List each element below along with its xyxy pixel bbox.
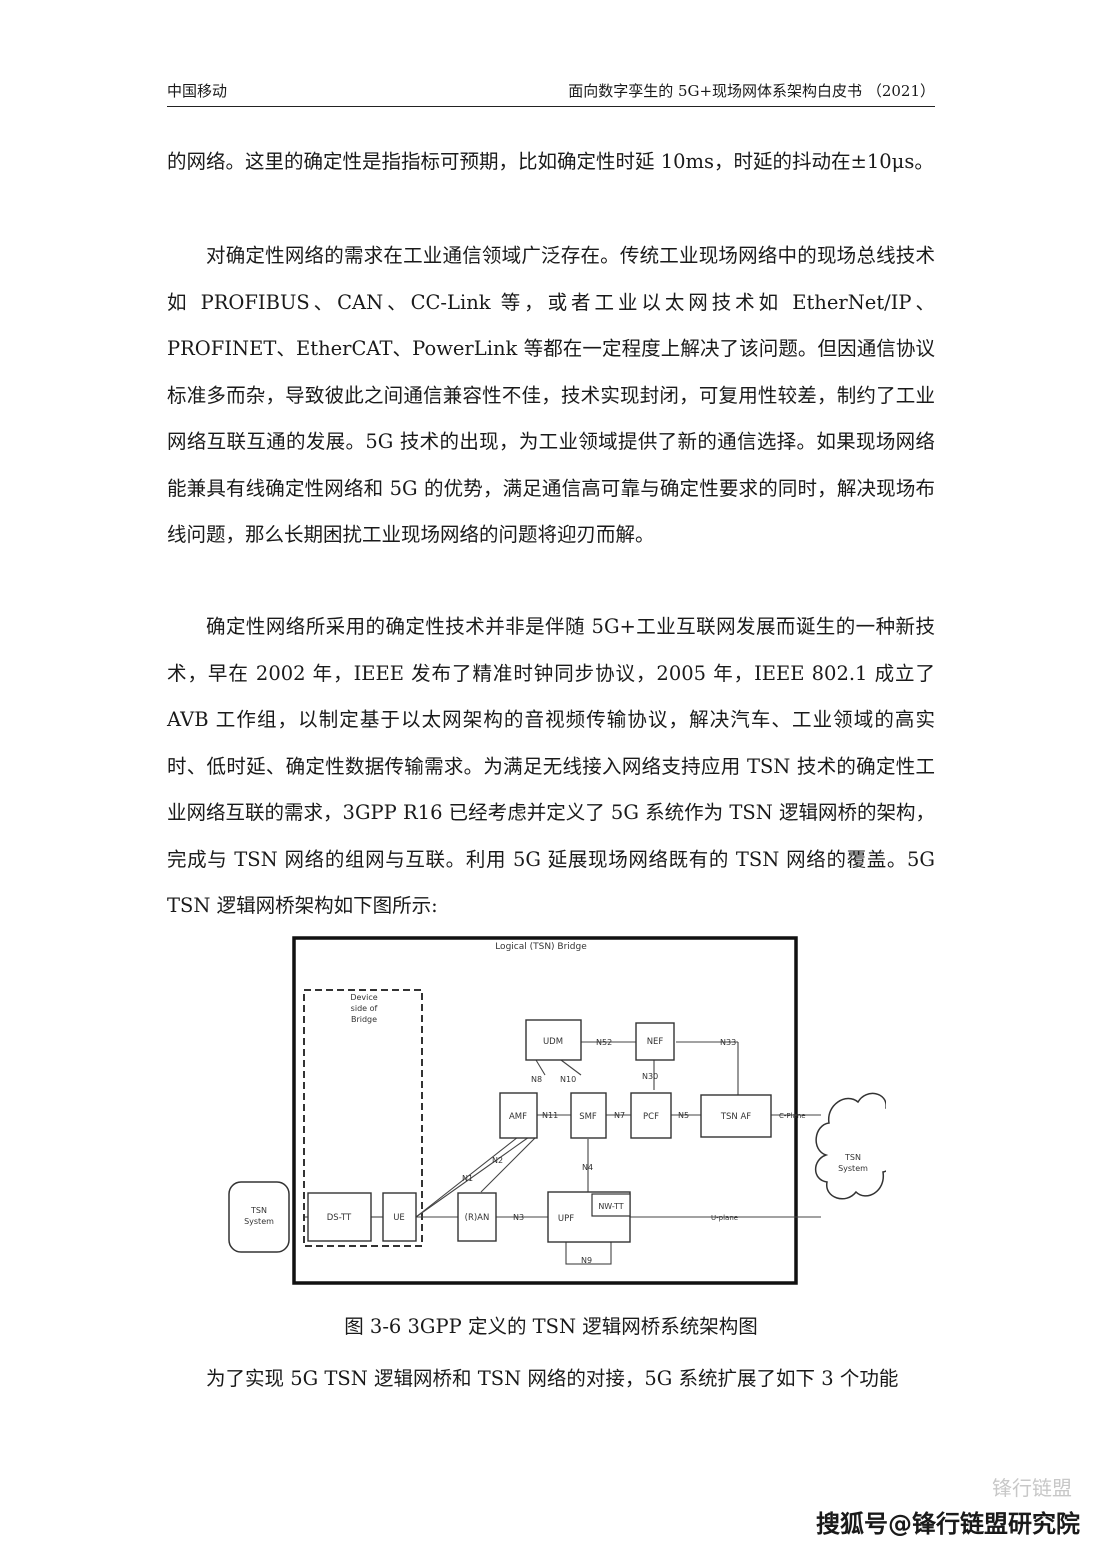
n52-label: N52 — [596, 1038, 612, 1047]
bridge-label: Logical (TSN) Bridge — [495, 942, 587, 952]
ds-tt-label: DS-TT — [327, 1213, 352, 1223]
n2-label: N2 — [492, 1156, 503, 1165]
n4-label: N4 — [582, 1163, 593, 1172]
tsn-system-right-cloud — [814, 1092, 886, 1200]
n3-label: N3 — [513, 1213, 524, 1222]
upf-label: UPF — [558, 1214, 574, 1224]
c-plane-label: C-Plane — [779, 1112, 806, 1120]
ue-label: UE — [393, 1213, 405, 1223]
logical-bridge-box — [292, 936, 798, 1285]
device-side-label-3: Bridge — [351, 1015, 377, 1024]
paragraph-3: 确定性网络所采用的确定性技术并非是伴随 5G+工业互联网发展而诞生的一种新技术，… — [167, 615, 935, 917]
tsn-system-left-label-2: System — [244, 1217, 274, 1226]
watermark: 搜狐号@锋行链盟研究院 — [816, 1510, 1080, 1538]
device-side-label-1: Device — [350, 993, 377, 1002]
tsn-system-right-label-1: TSN — [844, 1153, 861, 1162]
u-plane-label: U-plane — [711, 1214, 738, 1222]
tsn-af-node — [700, 1094, 772, 1138]
n8-label: N8 — [531, 1075, 542, 1084]
ue-node — [382, 1192, 417, 1242]
header-left: 中国移动 — [167, 82, 228, 100]
tsn-bridge-diagram: Logical (TSN) Bridge Device side of Brid… — [228, 936, 886, 1285]
ran-node — [457, 1192, 497, 1242]
n30-label: N30 — [642, 1072, 658, 1081]
connection-lines — [305, 1041, 821, 1265]
nw-tt-label: NW-TT — [598, 1202, 623, 1211]
header-right: 面向数字孪生的 5G+现场网体系架构白皮书 （2021） — [568, 82, 935, 100]
tsn-system-left — [228, 1181, 290, 1253]
udm-label: UDM — [543, 1037, 563, 1047]
paragraph-4: 为了实现 5G TSN 逻辑网桥和 TSN 网络的对接，5G 系统扩展了如下 3… — [206, 1367, 899, 1390]
amf-label: AMF — [509, 1112, 527, 1122]
nef-node — [635, 1022, 675, 1061]
tsn-system-right-label-2: System — [838, 1164, 868, 1173]
pcf-label: PCF — [643, 1112, 659, 1122]
ran-label: (R)AN — [465, 1213, 490, 1223]
n5-label: N5 — [678, 1111, 689, 1120]
smf-node — [570, 1092, 607, 1139]
udm-node — [525, 1019, 582, 1061]
tsn-af-label: TSN AF — [720, 1112, 751, 1122]
figure-caption: 图 3-6 3GPP 定义的 TSN 逻辑网桥系统架构图 — [344, 1315, 758, 1338]
n33-label: N33 — [720, 1038, 736, 1047]
n11-label: N11 — [542, 1111, 558, 1120]
interface-labels: N52 N33 N8 N10 N30 N11 N7 N5 N1 N2 N4 N3… — [462, 1038, 736, 1265]
paragraph-1: 的网络。这里的确定性是指指标可预期，比如确定性时延 10ms，时延的抖动在±10… — [167, 150, 934, 173]
device-side-label-2: side of — [351, 1004, 378, 1013]
watermark-faint: 锋行链盟 — [992, 1476, 1072, 1500]
amf-node — [499, 1092, 538, 1139]
nef-label: NEF — [647, 1037, 664, 1047]
smf-label: SMF — [579, 1112, 597, 1122]
n7-label: N7 — [614, 1111, 625, 1120]
paragraph-2: 对确定性网络的需求在工业通信领域广泛存在。传统工业现场网络中的现场总线技术如 P… — [167, 244, 935, 546]
n9-label: N9 — [581, 1256, 592, 1265]
n10-label: N10 — [560, 1075, 576, 1084]
ds-tt-node — [307, 1192, 372, 1242]
n1-label: N1 — [462, 1174, 473, 1183]
tsn-system-left-label-1: TSN — [250, 1206, 267, 1215]
nw-tt-node — [591, 1193, 631, 1217]
device-side-box — [303, 989, 423, 1247]
page-header: 中国移动 面向数字孪生的 5G+现场网体系架构白皮书 （2021） — [167, 78, 935, 107]
pcf-node — [630, 1092, 672, 1139]
